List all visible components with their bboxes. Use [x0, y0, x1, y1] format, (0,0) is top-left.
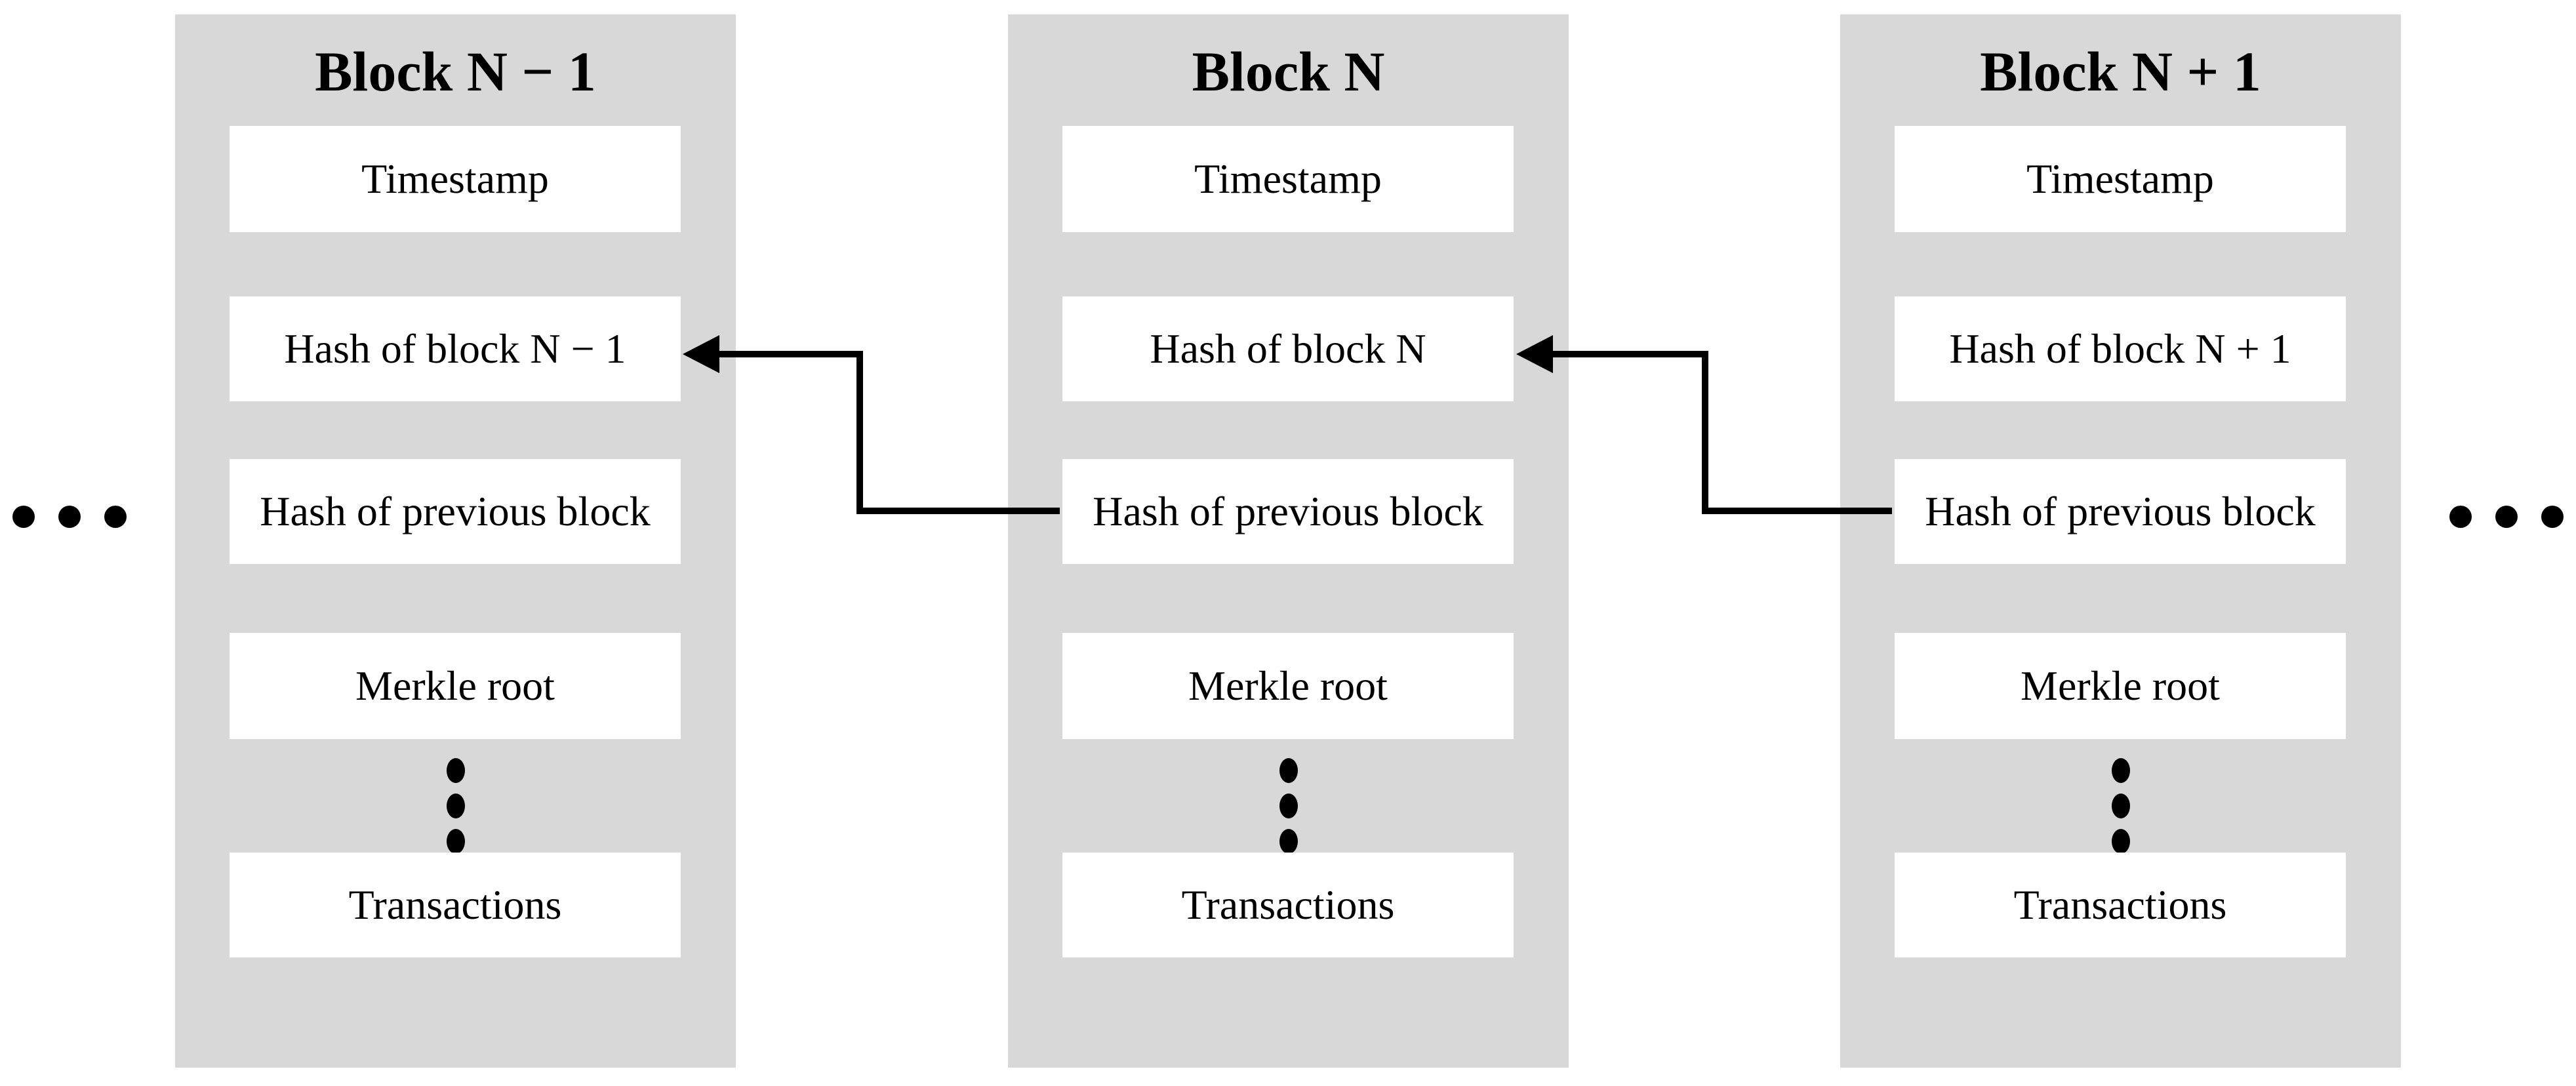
block-n-plus-1: Block N + 1 Timestamp Hash of block N + … [1840, 14, 2401, 1068]
block-title: Block N + 1 [1980, 40, 2261, 103]
field-transactions: Transactions [1895, 853, 2346, 957]
field-timestamp: Timestamp [1062, 126, 1514, 232]
ellipsis-dot-icon [446, 794, 465, 818]
block-n: Block N Timestamp Hash of block N Hash o… [1008, 14, 1569, 1068]
field-hash-of-previous-block: Hash of previous block [230, 459, 681, 564]
ellipsis-dot-icon [2111, 794, 2130, 818]
field-hash-of-block: Hash of block N − 1 [230, 296, 681, 401]
chain-continues-right-ellipsis-icon [2449, 506, 2564, 528]
more-fields-vertical-ellipsis-icon [175, 758, 736, 854]
field-timestamp: Timestamp [1895, 126, 2346, 232]
block-title: Block N − 1 [315, 40, 596, 103]
ellipsis-dot-icon [58, 506, 81, 528]
field-merkle-root: Merkle root [230, 633, 681, 739]
field-timestamp: Timestamp [230, 126, 681, 232]
field-merkle-root: Merkle root [1895, 633, 2346, 739]
field-merkle-root: Merkle root [1062, 633, 1514, 739]
ellipsis-dot-icon [1279, 794, 1298, 818]
more-fields-vertical-ellipsis-icon [1008, 758, 1569, 854]
more-fields-vertical-ellipsis-icon [1840, 758, 2401, 854]
hash-link-arrow-n-to-n-minus-1 [683, 335, 1060, 514]
ellipsis-dot-icon [1279, 829, 1298, 854]
field-hash-of-previous-block: Hash of previous block [1895, 459, 2346, 564]
field-hash-of-previous-block: Hash of previous block [1062, 459, 1514, 564]
field-transactions: Transactions [230, 853, 681, 957]
field-hash-of-block: Hash of block N [1062, 296, 1514, 401]
ellipsis-dot-icon [2449, 506, 2472, 528]
ellipsis-dot-icon [446, 829, 465, 854]
ellipsis-dot-icon [2111, 829, 2130, 854]
block-title: Block N [1192, 40, 1385, 103]
ellipsis-dot-icon [1279, 758, 1298, 783]
ellipsis-dot-icon [446, 758, 465, 783]
ellipsis-dot-icon [12, 506, 35, 528]
block-n-minus-1: Block N − 1 Timestamp Hash of block N − … [175, 14, 736, 1068]
ellipsis-dot-icon [2541, 506, 2564, 528]
hash-link-arrow-n-plus-1-to-n [1516, 335, 1892, 514]
ellipsis-dot-icon [2495, 506, 2518, 528]
chain-continues-left-ellipsis-icon [12, 506, 127, 528]
ellipsis-dot-icon [2111, 758, 2130, 783]
field-transactions: Transactions [1062, 853, 1514, 957]
ellipsis-dot-icon [104, 506, 127, 528]
field-hash-of-block: Hash of block N + 1 [1895, 296, 2346, 401]
